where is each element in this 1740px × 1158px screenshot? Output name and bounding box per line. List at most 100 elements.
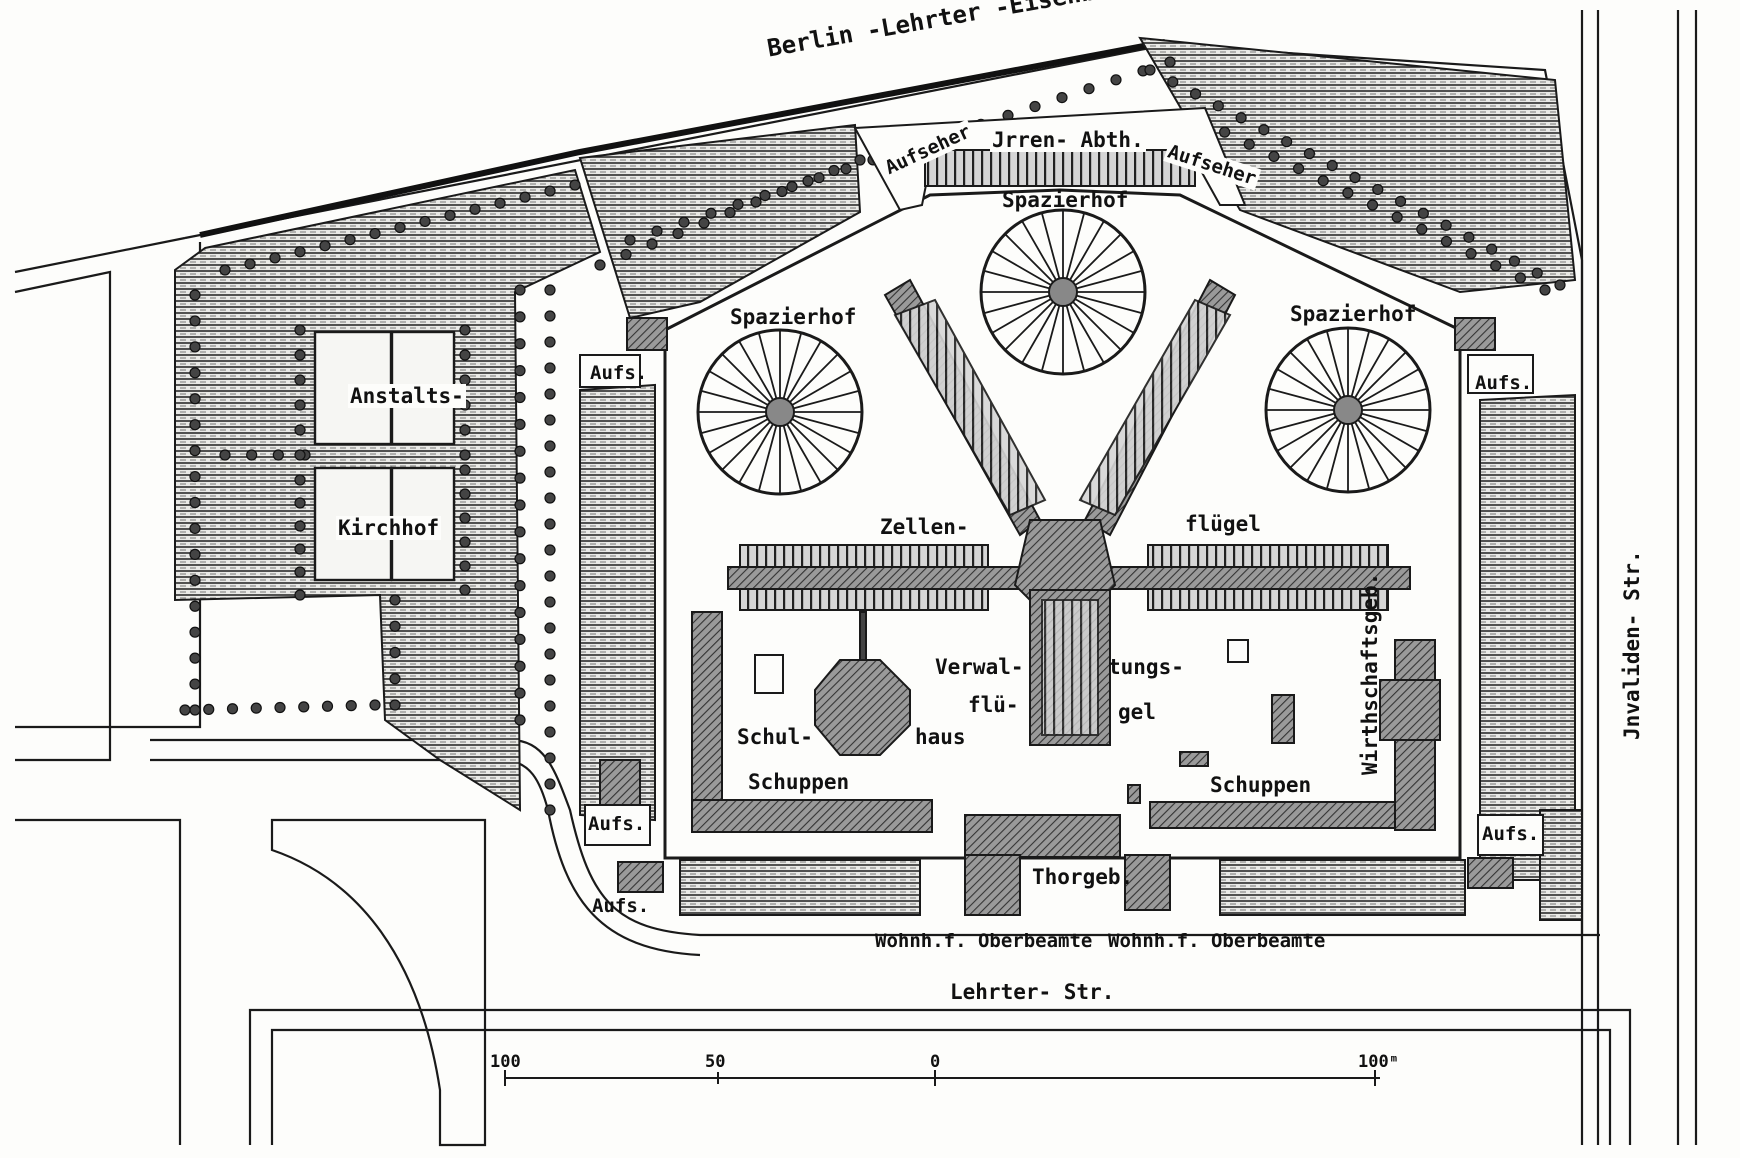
tree-dot — [776, 185, 788, 198]
tree-dot — [345, 700, 357, 712]
tree-dot — [544, 570, 556, 582]
tree-dot — [294, 424, 306, 436]
tree-dot — [544, 492, 556, 504]
tree-dot — [298, 701, 310, 713]
tree-dot — [389, 594, 401, 606]
tree-dot — [1391, 211, 1403, 223]
tree-dot — [1235, 112, 1247, 124]
tree-dot — [1486, 243, 1498, 255]
tree-dot — [802, 175, 814, 187]
tree-dot — [1164, 56, 1176, 68]
scale-tick-0: 0 — [930, 1052, 941, 1072]
zellen-label: Zellen- — [880, 515, 969, 539]
tree-dot — [544, 648, 556, 660]
tree-dot — [226, 703, 239, 715]
tree-dot — [1268, 150, 1280, 163]
tree-rows — [179, 56, 1566, 816]
tree-dot — [813, 172, 825, 184]
tree-dot — [624, 234, 636, 246]
tree-dot — [514, 338, 526, 350]
tree-dot — [544, 362, 556, 374]
tree-dot — [189, 678, 201, 690]
tree-dot — [569, 179, 581, 191]
tree-dot — [514, 633, 526, 645]
tree-dot — [514, 365, 526, 377]
invaliden-street-label: Jnvaliden- Str. — [1620, 550, 1644, 740]
tree-dot — [1219, 126, 1231, 138]
spazierhof-top-label: Spazierhof — [1002, 188, 1129, 212]
tree-dot — [544, 440, 556, 452]
tree-dot — [544, 388, 556, 400]
thorgebaeude-label: Thorgeb. — [1032, 865, 1134, 889]
tree-dot — [459, 512, 471, 524]
tree-dot — [544, 466, 556, 478]
aufs-label-2: Aufs. — [1475, 372, 1533, 394]
scale-tick-100-right: 100ᵐ — [1358, 1052, 1399, 1072]
tree-dot — [189, 522, 201, 535]
tree-dot — [469, 203, 481, 215]
tree-dot — [1416, 223, 1428, 235]
tree-dot — [514, 445, 526, 457]
tree-dot — [514, 526, 526, 538]
tungs-label: tungs- — [1108, 655, 1184, 679]
tree-dot — [1292, 162, 1305, 175]
tree-dot — [189, 704, 201, 716]
spazierhof-wheel-top — [979, 208, 1147, 376]
tree-dot — [594, 259, 606, 271]
tree-dot — [544, 622, 556, 634]
spazierhof-wheel-right — [1264, 326, 1432, 494]
tree-dot — [678, 216, 690, 228]
tree-dot — [544, 284, 556, 296]
tree-dot — [459, 584, 471, 596]
tree-dot — [189, 289, 201, 301]
tree-dot — [369, 227, 381, 240]
railway-line — [199, 39, 1166, 238]
scale-tick-100-left: 100 — [490, 1052, 521, 1072]
lehrter-street-label: Lehrter- Str. — [950, 980, 1115, 1004]
tree-dot — [514, 606, 526, 619]
tree-dot — [203, 703, 215, 715]
tree-dot — [514, 391, 526, 404]
tree-dot — [1490, 260, 1502, 272]
tree-dot — [544, 778, 556, 790]
tree-dot — [1317, 175, 1329, 187]
tree-dot — [1243, 138, 1255, 150]
tree-dot — [272, 449, 284, 461]
tree-dot — [514, 499, 526, 511]
tree-dot — [219, 449, 231, 461]
tree-dot — [1258, 124, 1270, 136]
tree-dot — [544, 518, 556, 530]
tree-dot — [219, 264, 231, 276]
tree-dot — [1394, 195, 1407, 207]
street-lines — [14, 10, 1698, 1147]
service-buildings — [691, 611, 1441, 833]
tree-dot — [389, 646, 401, 659]
scale-tick-50: 50 — [705, 1052, 726, 1072]
spazierhof-left-label: Spazierhof — [730, 305, 857, 329]
tree-dot — [294, 497, 306, 509]
tree-dot — [514, 714, 526, 726]
tree-dot — [828, 164, 840, 177]
tree-dot — [419, 215, 431, 228]
tree-dot — [544, 700, 556, 712]
tree-dot — [514, 660, 526, 672]
tree-dot — [1366, 199, 1379, 211]
tree-dot — [294, 589, 306, 601]
tree-dot — [189, 600, 201, 612]
spazierhof-wheel-left — [696, 328, 864, 496]
tree-dot — [544, 726, 556, 738]
tree-dot — [269, 252, 281, 264]
tree-dot — [459, 536, 471, 548]
tree-dot — [189, 626, 201, 638]
tree-dot — [1303, 148, 1316, 160]
tree-dot — [840, 163, 852, 175]
scale-bar — [504, 1070, 1380, 1086]
fluegel2-label: flü- — [968, 693, 1019, 717]
tree-dot — [274, 701, 286, 714]
tree-dot — [294, 324, 306, 336]
tree-dot — [1110, 74, 1122, 86]
tree-dot — [1372, 183, 1384, 196]
tree-dot — [514, 284, 526, 296]
verwal-label: Verwal- — [935, 655, 1024, 679]
